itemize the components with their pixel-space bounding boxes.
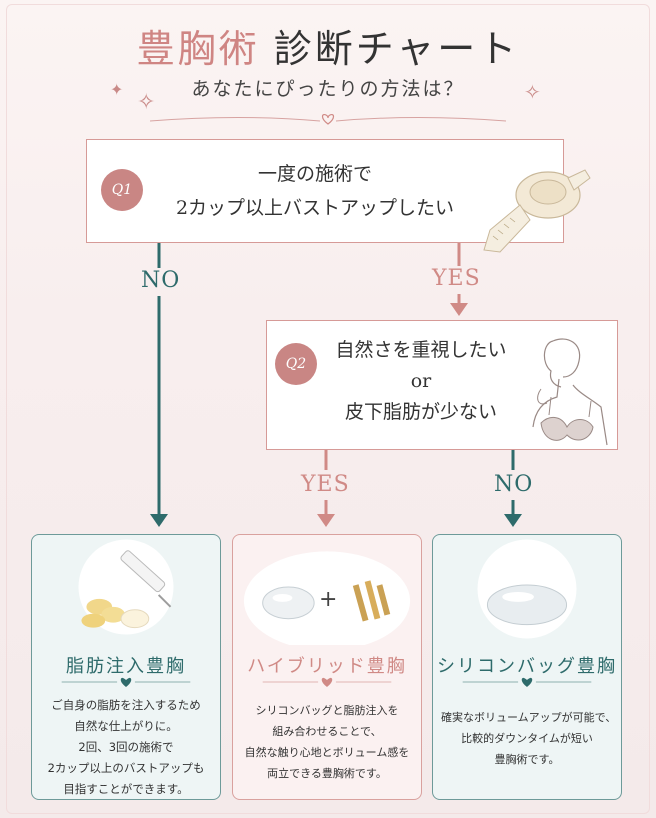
q2-no-label: NO (494, 472, 534, 497)
sparkle-icon: ✦ (110, 80, 124, 99)
card-description: 確実なボリュームアップが可能で、 比較的ダウンタイムが短い 豊胸術です。 (441, 707, 617, 770)
description-line: 両立できる豊胸術です。 (267, 767, 387, 780)
result-card-silicone: シリコンバッグ豊胸 確実なボリュームアップが可能で、 比較的ダウンタイムが短い … (432, 534, 622, 800)
sparkle-icon: ✧ (524, 80, 541, 104)
q2-line: or (410, 370, 432, 392)
fat-injection-icon (78, 539, 174, 635)
description-line: 確実なボリュームアップが可能で、 (441, 711, 617, 724)
woman-illustration-icon (532, 338, 608, 446)
card-title: 脂肪注入豊胸 (66, 656, 186, 677)
q2-yes-label: YES (301, 472, 350, 497)
heart-icon (61, 677, 191, 687)
page-title: 豊胸術診断チャート (0, 18, 656, 73)
q1-line: 一度の施術で (257, 163, 372, 185)
q2-badge: Q2 (275, 343, 317, 385)
description-line: 組み合わせることで、 (272, 725, 382, 738)
card-title: シリコンバッグ豊胸 (437, 656, 617, 677)
q2-line: 皮下脂肪が少ない (344, 401, 497, 423)
result-card-fat-injection: 脂肪注入豊胸 ご自身の脂肪を注入するため 自然な仕上がりに。 2回、3回の施術で… (31, 534, 221, 800)
arrow-down-icon (450, 303, 468, 316)
card-description: ご自身の脂肪を注入するため 自然な仕上がりに。 2回、3回の施術で 2カップ以上… (40, 695, 212, 800)
arrow-down-icon (150, 514, 168, 527)
q1-yes-label: YES (432, 266, 481, 291)
arrow-down-icon (504, 514, 522, 527)
description-line: 2回、3回の施術で (78, 740, 174, 754)
heart-icon (462, 677, 592, 687)
page-subtitle: あなたにぴったりの方法は？ (191, 78, 465, 100)
description-line: 豊胸術です。 (494, 753, 560, 766)
question-2-box: Q2 自然さを重視したい or 皮下脂肪が少ない (266, 320, 618, 450)
q2-line: 自然さを重視したい (335, 339, 507, 361)
q1-badge: Q1 (101, 169, 143, 211)
card-title: ハイブリッド豊胸 (247, 656, 407, 677)
question-1-box: Q1 一度の施術で 2カップ以上バストアップしたい (86, 139, 564, 243)
q1-text: 一度の施術で 2カップ以上バストアップしたい (157, 157, 473, 225)
q2-text: 自然さを重視したい or 皮下脂肪が少ない (325, 335, 517, 428)
description-line: 比較的ダウンタイムが短い (461, 732, 593, 745)
arrow-down-icon (317, 514, 335, 527)
hybrid-icon (243, 551, 411, 645)
plus-icon: + (319, 587, 338, 612)
description-line: 目指すことができます。 (63, 782, 189, 796)
sparkle-icon: ✧ (137, 90, 156, 115)
q1-line: 2カップ以上バストアップしたい (175, 197, 455, 219)
silicone-implant-icon (477, 539, 577, 639)
title-accent: 豊胸術 (136, 27, 260, 71)
description-line: 2カップ以上のバストアップも (47, 761, 205, 775)
card-description: シリコンバッグと脂肪注入を 組み合わせることで、 自然な触り心地とボリューム感を… (241, 700, 413, 784)
heart-divider-icon (150, 113, 506, 125)
description-line: 自然な触り心地とボリューム感を (244, 746, 410, 759)
result-card-hybrid: + ハイブリッド豊胸 シリコンバッグと脂肪注入を 組み合わせることで、 自然な触… (232, 534, 422, 800)
q1-no-label: NO (141, 268, 181, 293)
description-line: シリコンバッグと脂肪注入を (255, 704, 399, 717)
heart-icon (262, 677, 392, 687)
title-main: 診断チャート (273, 27, 520, 71)
description-line: ご自身の脂肪を注入するため (51, 698, 201, 712)
description-line: 自然な仕上がりに。 (74, 719, 178, 733)
